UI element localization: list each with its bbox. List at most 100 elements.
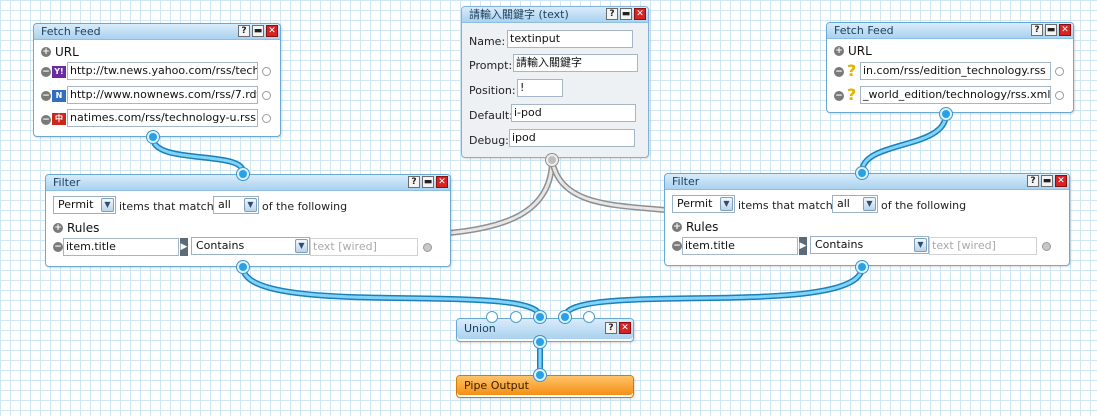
of-following-label: of the following xyxy=(262,200,348,213)
text-input-module[interactable]: 請輸入關鍵字 (text) ? ▬ ✕ Name: textinput Prom… xyxy=(461,6,649,158)
union-input-node-5[interactable] xyxy=(583,311,595,323)
close-button[interactable]: ✕ xyxy=(619,322,631,334)
arrow-right-icon[interactable]: ▶ xyxy=(799,237,807,255)
url-label: URL xyxy=(848,44,872,58)
union-input-node-2[interactable] xyxy=(510,311,522,323)
close-button[interactable]: ✕ xyxy=(634,8,646,20)
url-field-2[interactable]: http://www.nownews.com/rss/7.rdf xyxy=(67,86,258,104)
add-icon[interactable]: + xyxy=(53,223,63,233)
help-button[interactable]: ? xyxy=(1027,175,1039,187)
filter-left-module[interactable]: Filter ? ▬ ✕ Permit ▼ items that match a… xyxy=(45,174,451,267)
url-field-2[interactable]: _world_edition/technology/rss.xml xyxy=(860,86,1051,104)
url-terminal-3[interactable] xyxy=(262,114,271,123)
help-button[interactable]: ? xyxy=(1031,24,1043,36)
fetch-feed-right-module[interactable]: Fetch Feed ? ▬ ✕ + URL − ? in.com/rss/ed… xyxy=(826,22,1074,113)
remove-icon[interactable]: − xyxy=(834,67,844,77)
default-field[interactable]: i-pod xyxy=(511,104,636,122)
help-button[interactable]: ? xyxy=(238,25,250,37)
minimize-button[interactable]: ▬ xyxy=(620,8,632,20)
position-label: Position: xyxy=(469,84,516,97)
url-field-1[interactable]: http://tw.news.yahoo.com/rss/tech xyxy=(67,62,258,80)
help-button[interactable]: ? xyxy=(408,176,420,188)
close-button[interactable]: ✕ xyxy=(1055,175,1067,187)
mode-select[interactable]: Permit ▼ xyxy=(672,195,735,213)
filter-right-output-node[interactable] xyxy=(856,261,868,273)
union-output-node[interactable] xyxy=(534,336,546,348)
rule-value-terminal[interactable] xyxy=(423,243,432,252)
chevron-down-icon: ▼ xyxy=(863,197,876,211)
rule-value-input[interactable]: text [wired] xyxy=(310,238,418,256)
pipe-output-module[interactable]: Pipe Output xyxy=(456,375,634,398)
fetch-left-output-node[interactable] xyxy=(147,131,159,143)
name-field[interactable]: textinput xyxy=(507,30,633,48)
union-module[interactable]: Union ? ✕ xyxy=(456,318,634,342)
operator-select[interactable]: Contains ▼ xyxy=(191,237,310,255)
remove-icon[interactable]: − xyxy=(41,67,51,77)
fetch-feed-left-module[interactable]: Fetch Feed ? ▬ ✕ + URL − Y! http://tw.ne… xyxy=(33,23,281,137)
minimize-button[interactable]: ▬ xyxy=(1045,24,1057,36)
add-icon[interactable]: + xyxy=(834,46,844,56)
filter-left-input-node[interactable] xyxy=(237,168,249,180)
text-input-output-node[interactable] xyxy=(546,154,558,166)
union-titlebar[interactable]: Union ? ✕ xyxy=(457,319,633,339)
pipe-output-input-node[interactable] xyxy=(534,369,546,381)
minimize-button[interactable]: ▬ xyxy=(1041,175,1053,187)
operator-value: Contains xyxy=(815,238,864,251)
pipe-output-titlebar[interactable]: Pipe Output xyxy=(457,376,633,395)
url-terminal-1[interactable] xyxy=(1055,67,1064,76)
minimize-button[interactable]: ▬ xyxy=(422,176,434,188)
url-add-row: + URL xyxy=(834,44,872,58)
union-input-node-1[interactable] xyxy=(486,311,498,323)
chevron-down-icon: ▼ xyxy=(295,239,308,253)
url-terminal-2[interactable] xyxy=(262,91,271,100)
operator-select[interactable]: Contains ▼ xyxy=(810,236,929,254)
add-icon[interactable]: + xyxy=(672,222,682,232)
fetch-feed-left-titlebar[interactable]: Fetch Feed ? ▬ ✕ xyxy=(34,24,280,40)
fetch-right-output-node[interactable] xyxy=(940,108,952,120)
rules-add-row: + Rules xyxy=(53,221,99,235)
close-button[interactable]: ✕ xyxy=(266,25,278,37)
position-field[interactable]: ! xyxy=(517,79,563,97)
match-select[interactable]: all ▼ xyxy=(213,196,259,214)
pipe-output-title: Pipe Output xyxy=(464,379,529,392)
filter-left-titlebar[interactable]: Filter ? ▬ ✕ xyxy=(46,175,450,191)
remove-icon[interactable]: − xyxy=(41,115,51,125)
debug-field[interactable]: ipod xyxy=(509,129,635,147)
prompt-field[interactable]: 請輸入關鍵字 xyxy=(513,54,638,72)
close-button[interactable]: ✕ xyxy=(1059,24,1071,36)
wire-textinput-right-filter xyxy=(549,157,668,213)
add-icon[interactable]: + xyxy=(41,47,51,57)
url-field-1[interactable]: in.com/rss/edition_technology.rss xyxy=(860,62,1051,80)
text-input-titlebar[interactable]: 請輸入關鍵字 (text) ? ▬ ✕ xyxy=(462,7,648,23)
close-button[interactable]: ✕ xyxy=(436,176,448,188)
help-button[interactable]: ? xyxy=(605,322,617,334)
filter-left-output-node[interactable] xyxy=(237,261,249,273)
help-button[interactable]: ? xyxy=(606,8,618,20)
filter-right-titlebar[interactable]: Filter ? ▬ ✕ xyxy=(665,174,1069,190)
chinatimes-favicon-icon: 中 xyxy=(52,113,66,125)
filter-right-input-node[interactable] xyxy=(856,167,868,179)
default-label: Default: xyxy=(469,109,513,122)
match-select[interactable]: all ▼ xyxy=(832,195,878,213)
operator-value: Contains xyxy=(196,239,245,252)
match-value: all xyxy=(837,197,850,210)
filter-right-module[interactable]: Filter ? ▬ ✕ Permit ▼ items that match a… xyxy=(664,173,1070,266)
rule-value-input[interactable]: text [wired] xyxy=(929,237,1037,255)
url-field-3[interactable]: natimes.com/rss/technology-u.rss xyxy=(67,109,258,127)
items-match-label: items that match xyxy=(738,199,833,212)
remove-icon[interactable]: − xyxy=(834,91,844,101)
minimize-button[interactable]: ▬ xyxy=(252,25,264,37)
arrow-right-icon[interactable]: ▶ xyxy=(180,238,188,256)
union-input-node-3[interactable] xyxy=(534,311,546,323)
url-terminal-2[interactable] xyxy=(1055,91,1064,100)
remove-icon[interactable]: − xyxy=(53,242,63,252)
url-terminal-1[interactable] xyxy=(262,67,271,76)
rule-field-input[interactable]: item.title xyxy=(63,238,179,256)
remove-icon[interactable]: − xyxy=(41,91,51,101)
union-input-node-4[interactable] xyxy=(559,311,571,323)
mode-select[interactable]: Permit ▼ xyxy=(53,196,116,214)
rule-value-terminal[interactable] xyxy=(1042,242,1051,251)
remove-icon[interactable]: − xyxy=(672,241,682,251)
fetch-feed-right-titlebar[interactable]: Fetch Feed ? ▬ ✕ xyxy=(827,23,1073,39)
rule-field-input[interactable]: item.title xyxy=(682,237,798,255)
